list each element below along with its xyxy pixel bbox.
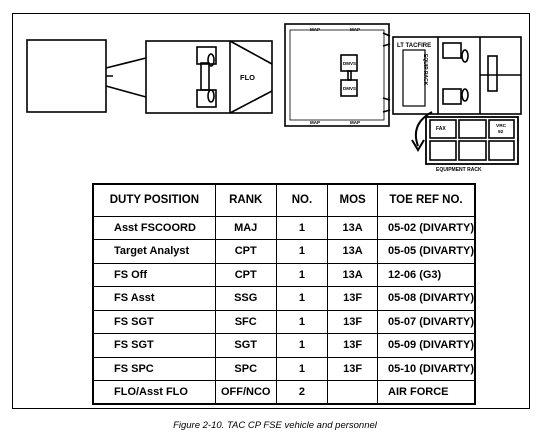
map-label: MAP xyxy=(310,27,320,32)
dmvs-label: DMVS xyxy=(343,86,356,91)
callout-arrow xyxy=(414,111,433,147)
table-cell: 05-07 (DIVARTY) xyxy=(377,309,476,334)
table-cell: FS SPC xyxy=(92,356,216,381)
table-cell: 05-02 (DIVARTY) xyxy=(377,215,476,240)
table-cell: 13F xyxy=(327,286,379,311)
middle-shelter xyxy=(284,23,391,127)
trailer xyxy=(26,39,107,113)
table-cell: FS SGT xyxy=(92,309,216,334)
table-cell: MAJ xyxy=(214,215,277,240)
figure-caption: Figure 2-10. TAC CP FSE vehicle and pers… xyxy=(173,420,377,431)
table-cell: Target Analyst xyxy=(92,239,216,264)
table-cell: Asst FSCOORD xyxy=(92,215,216,240)
table-cell: SGT xyxy=(214,333,277,358)
fax-label: FAX xyxy=(436,126,446,132)
left-vehicle xyxy=(145,40,273,114)
map-label: MAP xyxy=(350,120,360,125)
table-cell: 05-05 (DIVARTY) xyxy=(377,239,476,264)
table-cell: 1 xyxy=(275,239,329,264)
figure-frame xyxy=(12,13,530,409)
equipment-rack xyxy=(425,116,519,165)
table-cell: CPT xyxy=(214,239,277,264)
table-cell: 05-08 (DIVARTY) xyxy=(377,286,476,311)
table-cell: 1 xyxy=(275,356,329,381)
table-cell: 2 xyxy=(275,380,329,405)
column-header: DUTY POSITION xyxy=(92,183,216,217)
tow-hitch xyxy=(105,57,147,98)
lt-tacfire-label: LT TACFIRE xyxy=(397,43,431,49)
vehicle-layout-diagram: FLO MAP MAP MAP MAP DMVS DMVS LT TACFIRE… xyxy=(26,23,522,173)
column-header: MOS xyxy=(327,183,379,217)
column-header: RANK xyxy=(214,183,277,217)
table-cell: 05-09 (DIVARTY) xyxy=(377,333,476,358)
vrc-number-label: 92 xyxy=(498,129,504,135)
table-cell: OFF/NCO xyxy=(214,380,277,405)
table-cell: 13A xyxy=(327,215,379,240)
personnel-table: DUTY POSITION RANK NO. MOS TOE REF NO. A… xyxy=(92,183,476,405)
table-cell: SPC xyxy=(214,356,277,381)
table-cell: CPT xyxy=(214,262,277,287)
flo-label: FLO xyxy=(240,73,255,82)
table-cell: 13F xyxy=(327,309,379,334)
table-cell: AIR FORCE xyxy=(377,380,476,405)
equip-rack-side-label: EQUIP RACK xyxy=(422,54,428,86)
vrc-label: VRC xyxy=(496,123,507,129)
table-cell: 1 xyxy=(275,333,329,358)
table-cell: 13A xyxy=(327,239,379,264)
right-vehicle xyxy=(392,36,522,115)
table-cell: FS Asst xyxy=(92,286,216,311)
column-header: TOE REF NO. xyxy=(377,183,476,217)
table-cell: 1 xyxy=(275,215,329,240)
table-cell: FS Off xyxy=(92,262,216,287)
table-cell: 12-06 (G3) xyxy=(377,262,476,287)
table-cell: 1 xyxy=(275,262,329,287)
column-header: NO. xyxy=(275,183,329,217)
map-label: MAP xyxy=(310,120,320,125)
table-cell: 13A xyxy=(327,262,379,287)
table-cell: 1 xyxy=(275,309,329,334)
table-cell: 13F xyxy=(327,333,379,358)
table-cell xyxy=(327,380,379,405)
equipment-rack-label: EQUIPMENT RACK xyxy=(436,167,482,173)
dmvs-label: DMVS xyxy=(343,61,356,66)
table-cell: 13F xyxy=(327,356,379,381)
table-cell: SSG xyxy=(214,286,277,311)
table-cell: SFC xyxy=(214,309,277,334)
table-cell: 1 xyxy=(275,286,329,311)
table-cell: FS SGT xyxy=(92,333,216,358)
table-cell: FLO/Asst FLO xyxy=(92,380,216,405)
table-cell: 05-10 (DIVARTY) xyxy=(377,356,476,381)
map-label: MAP xyxy=(350,27,360,32)
table-header-row: DUTY POSITION RANK NO. MOS TOE REF NO. xyxy=(92,183,476,217)
